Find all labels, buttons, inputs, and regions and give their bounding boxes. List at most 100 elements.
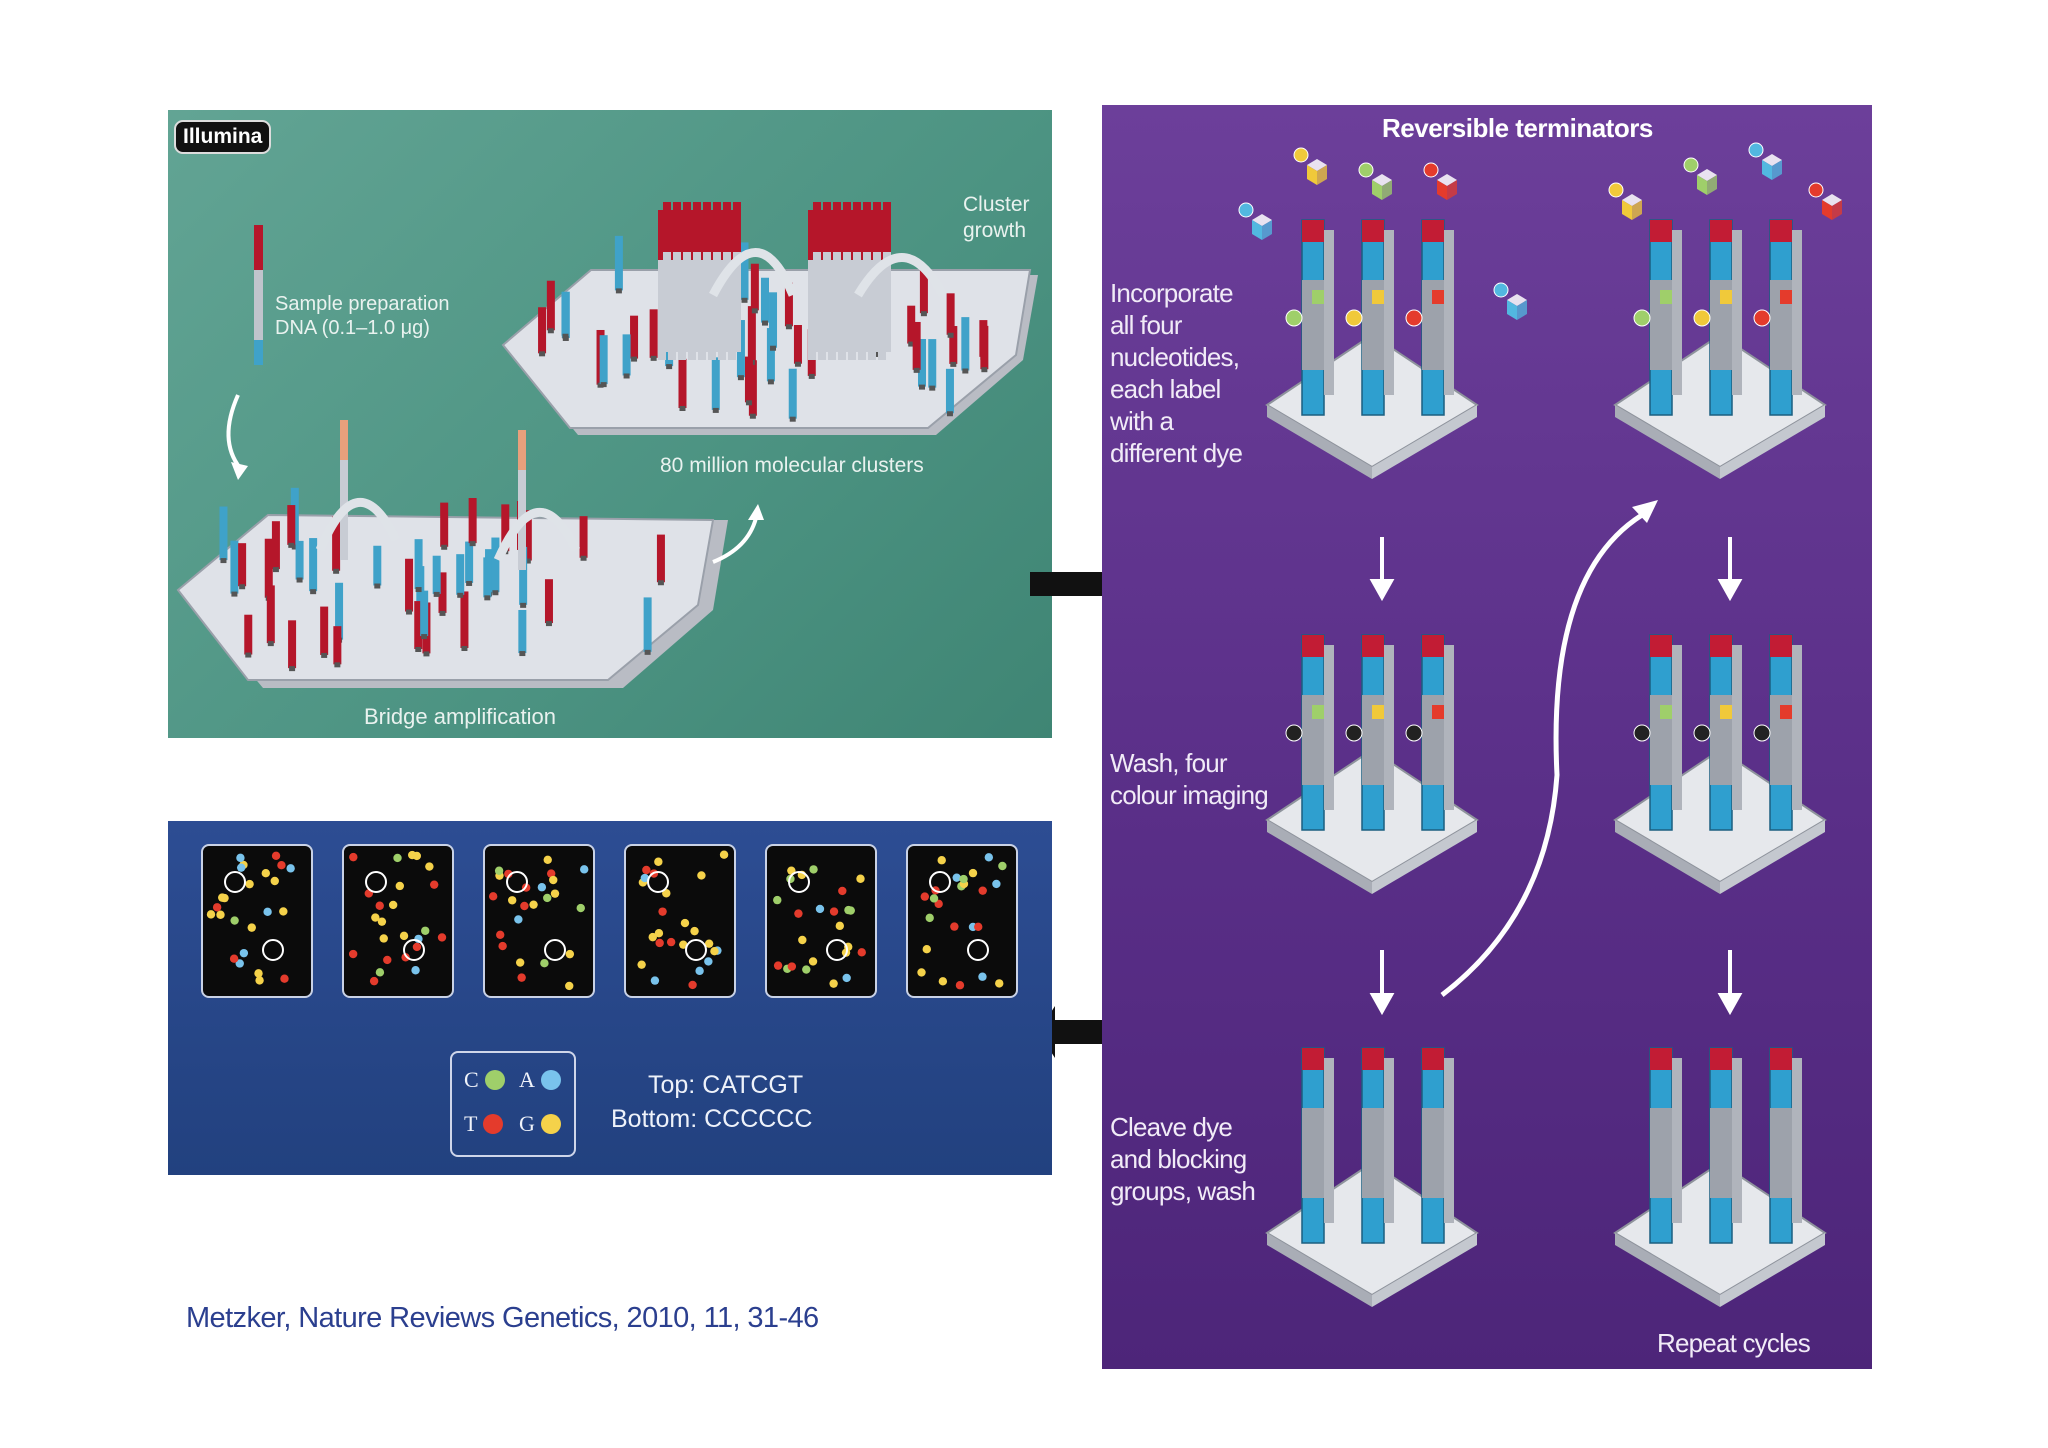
cluster-dot (236, 853, 245, 863)
dna-rod (761, 277, 770, 323)
incorporated-base (1780, 290, 1792, 304)
cluster-dot (984, 853, 994, 862)
cluster-platform (501, 269, 1032, 429)
cluster-dot (239, 948, 249, 958)
cluster-dot (642, 865, 651, 875)
dna-rod (561, 292, 570, 336)
legend-base: A (519, 1067, 535, 1092)
dna-rod (465, 541, 474, 583)
cluster-rod (693, 202, 701, 352)
cluster-dot (978, 972, 987, 981)
cluster-dot (688, 980, 697, 990)
dna-rod (405, 558, 414, 612)
cluster-dot (437, 933, 447, 942)
cluster-dot (838, 886, 847, 896)
cluster-dot (425, 862, 434, 871)
cluster-dot (496, 930, 505, 940)
cluster-dot (550, 889, 560, 898)
dna-rod (266, 585, 275, 644)
dye-label-icon (1633, 724, 1651, 742)
incorporated-base (1432, 290, 1444, 304)
down-arrows (1369, 537, 1743, 1016)
illumina-badge: Illumina (174, 120, 272, 154)
cluster-dot (245, 879, 254, 889)
cluster-dot (835, 921, 845, 931)
nucleotide-icon (1307, 165, 1317, 185)
imaging-tile (483, 844, 595, 998)
dna-rod (711, 357, 720, 410)
cluster-dot (955, 981, 965, 990)
incorporated-base (1312, 705, 1324, 719)
dna-rod (907, 305, 916, 344)
legend-dot-icon (484, 1070, 505, 1090)
imaging-tile (342, 844, 454, 998)
dye-label-icon (1633, 309, 1651, 327)
incorporated-base (1660, 290, 1672, 304)
cluster-dot (968, 868, 978, 878)
dye-label-icon (1345, 724, 1363, 742)
legend-entry: T (464, 1111, 504, 1137)
cluster-dot (377, 917, 387, 926)
repeat-arrow-icon (1440, 512, 1644, 997)
cluster-dot (662, 889, 671, 898)
cluster-rod (683, 202, 691, 352)
cluster-rod (808, 210, 816, 360)
dna-rod (523, 510, 532, 561)
cluster-dot (565, 949, 575, 959)
legend-base: G (519, 1111, 535, 1136)
dna-rod (544, 579, 553, 624)
cluster-rod (878, 210, 886, 360)
dna-rod (766, 328, 775, 382)
dye-label-icon (1753, 309, 1771, 327)
cluster-dot (411, 966, 420, 975)
cluster-rod (818, 210, 826, 360)
sequencing-station (1613, 634, 1827, 894)
cluster-rod (733, 202, 741, 352)
dna-rod (945, 368, 954, 414)
cluster-dot (704, 957, 713, 966)
dna-rod (630, 315, 639, 359)
cluster-dot (640, 873, 650, 883)
cluster-dot (658, 907, 667, 916)
cluster-dot (286, 864, 295, 873)
dna-rod (788, 368, 797, 419)
dna-rod (740, 242, 749, 300)
cluster-rod (853, 202, 861, 352)
nucleotide-icon (1822, 200, 1832, 220)
dna-rod (432, 555, 441, 594)
dna-rod (928, 339, 937, 388)
dna-rod (643, 597, 652, 652)
cluster-rod (703, 202, 711, 352)
citation: Metzker, Nature Reviews Genetics, 2010, … (186, 1302, 819, 1334)
dna-rod (333, 626, 342, 665)
dna-rod (980, 325, 989, 370)
cluster-dot (978, 886, 987, 895)
dna-rod (744, 356, 753, 403)
cluster-dot (549, 875, 558, 885)
dna-rod (918, 339, 927, 387)
cluster-dot (383, 955, 392, 965)
cluster-dot (263, 907, 272, 917)
sequencing-station (1613, 1047, 1827, 1307)
dna-rod (649, 309, 658, 358)
clusters-label: 80 million molecular clusters (660, 454, 924, 477)
dna-rod (946, 293, 955, 335)
cluster-dot (537, 883, 547, 892)
cluster-rod (828, 210, 836, 360)
bottom-sequence: Bottom: CCCCCC (611, 1105, 813, 1133)
cluster-rod (668, 210, 676, 360)
cluster-dot (375, 901, 384, 910)
cluster-rod (728, 210, 736, 360)
nucleotide-icon (1622, 200, 1632, 220)
cluster-dot (565, 981, 574, 991)
dna-rod (420, 590, 429, 637)
cluster-dot (517, 973, 526, 982)
cluster-dot (802, 965, 811, 974)
cluster-dot (280, 974, 289, 983)
cluster-dot (922, 945, 931, 954)
legend-dot-icon (483, 1114, 504, 1134)
cluster-dot (543, 855, 552, 864)
dna-rod (288, 620, 297, 669)
